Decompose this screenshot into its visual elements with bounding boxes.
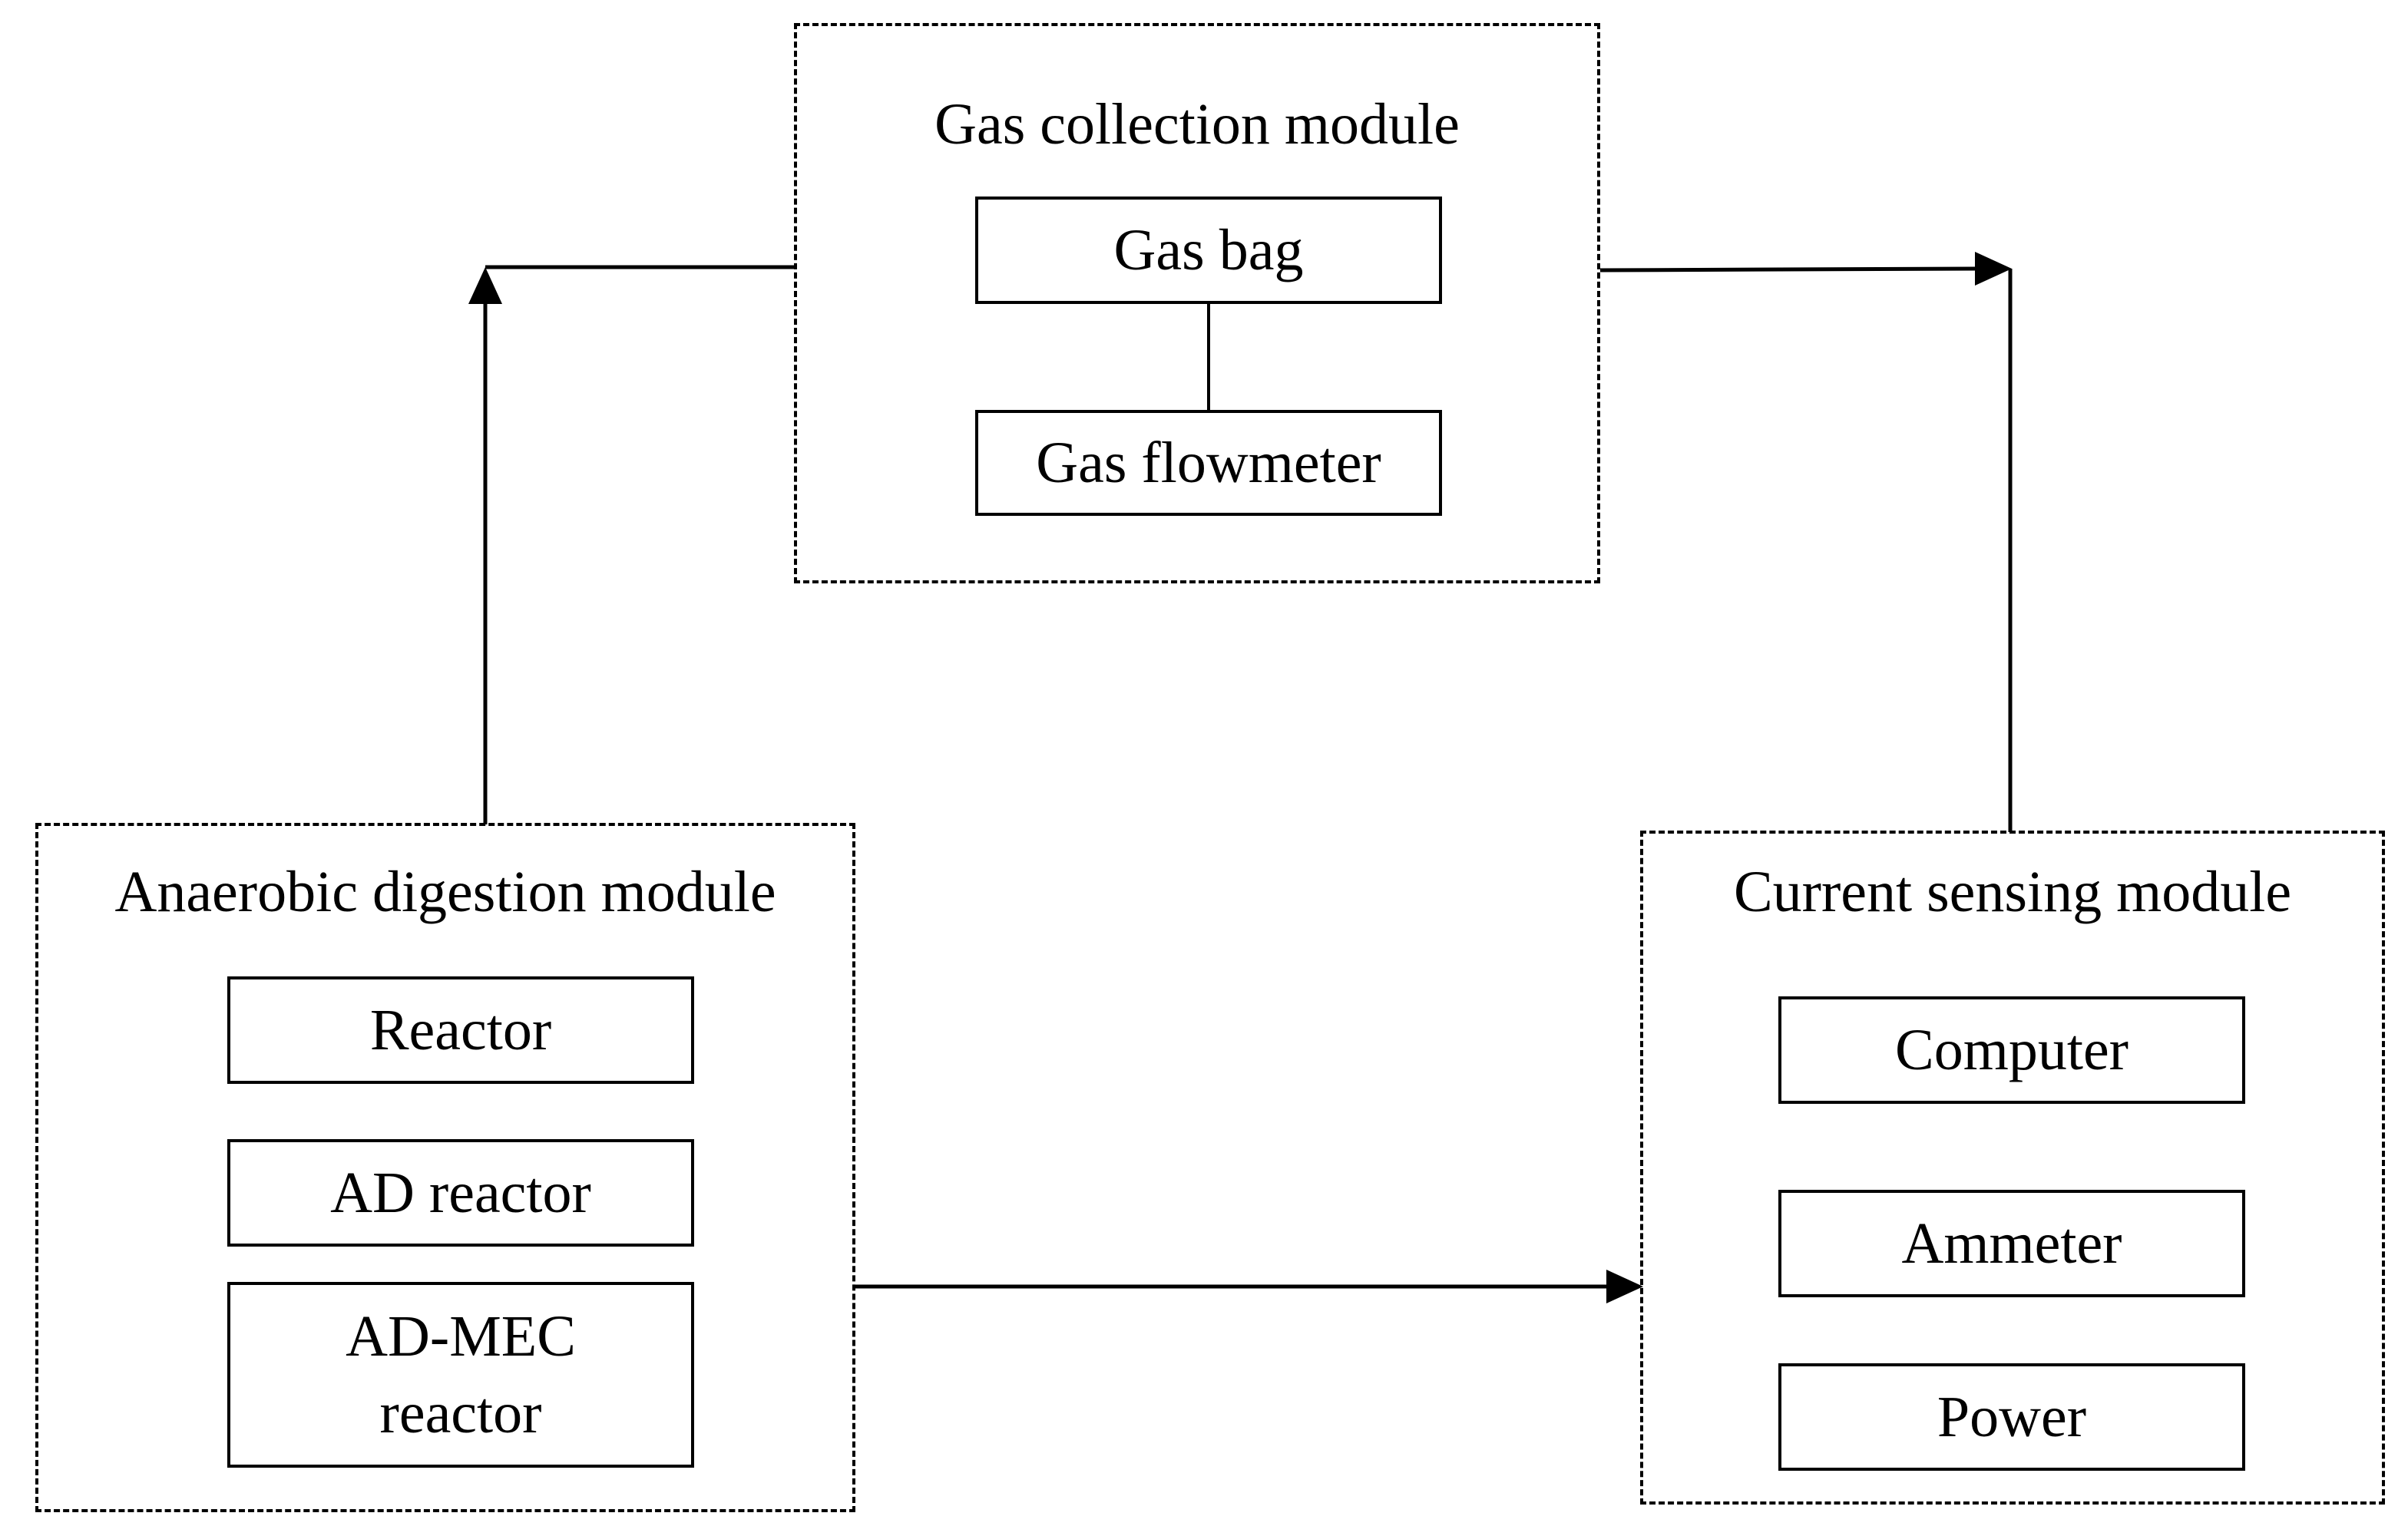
ammeter-label: Ammeter	[1901, 1211, 2122, 1276]
gas-collection-module: Gas collection module	[794, 23, 1600, 583]
ad-reactor-label: AD reactor	[330, 1160, 591, 1225]
anaerobic-digestion-module: Anaerobic digestion module	[35, 823, 855, 1512]
ad-mec-reactor-box: AD-MEC reactor	[227, 1282, 694, 1468]
ammeter-box: Ammeter	[1778, 1190, 2245, 1297]
current-sensing-module: Current sensing module	[1640, 831, 2385, 1505]
gas-flowmeter-label: Gas flowmeter	[1036, 430, 1381, 495]
connector-gas-to-sensing-horizontal	[1599, 266, 1977, 273]
gas-bag-label: Gas bag	[1113, 217, 1304, 282]
computer-label: Computer	[1895, 1017, 2128, 1082]
reactor-label: Reactor	[369, 997, 552, 1062]
ad-reactor-box: AD reactor	[227, 1139, 694, 1247]
ad-mec-reactor-label: AD-MEC reactor	[346, 1303, 576, 1445]
reactor-box: Reactor	[227, 976, 694, 1084]
gas-bag-box: Gas bag	[975, 197, 1442, 304]
computer-box: Computer	[1778, 996, 2245, 1104]
power-box: Power	[1778, 1363, 2245, 1471]
gas-collection-module-title: Gas collection module	[934, 92, 1460, 157]
gas-flowmeter-box: Gas flowmeter	[975, 410, 1442, 516]
current-sensing-module-title: Current sensing module	[1733, 860, 2292, 924]
arrowhead-right-top	[1975, 252, 2012, 286]
power-label: Power	[1937, 1384, 2087, 1449]
arrowhead-up	[468, 267, 502, 304]
arrowhead-right-bottom	[1606, 1270, 1643, 1303]
anaerobic-digestion-module-title: Anaerobic digestion module	[114, 860, 776, 924]
